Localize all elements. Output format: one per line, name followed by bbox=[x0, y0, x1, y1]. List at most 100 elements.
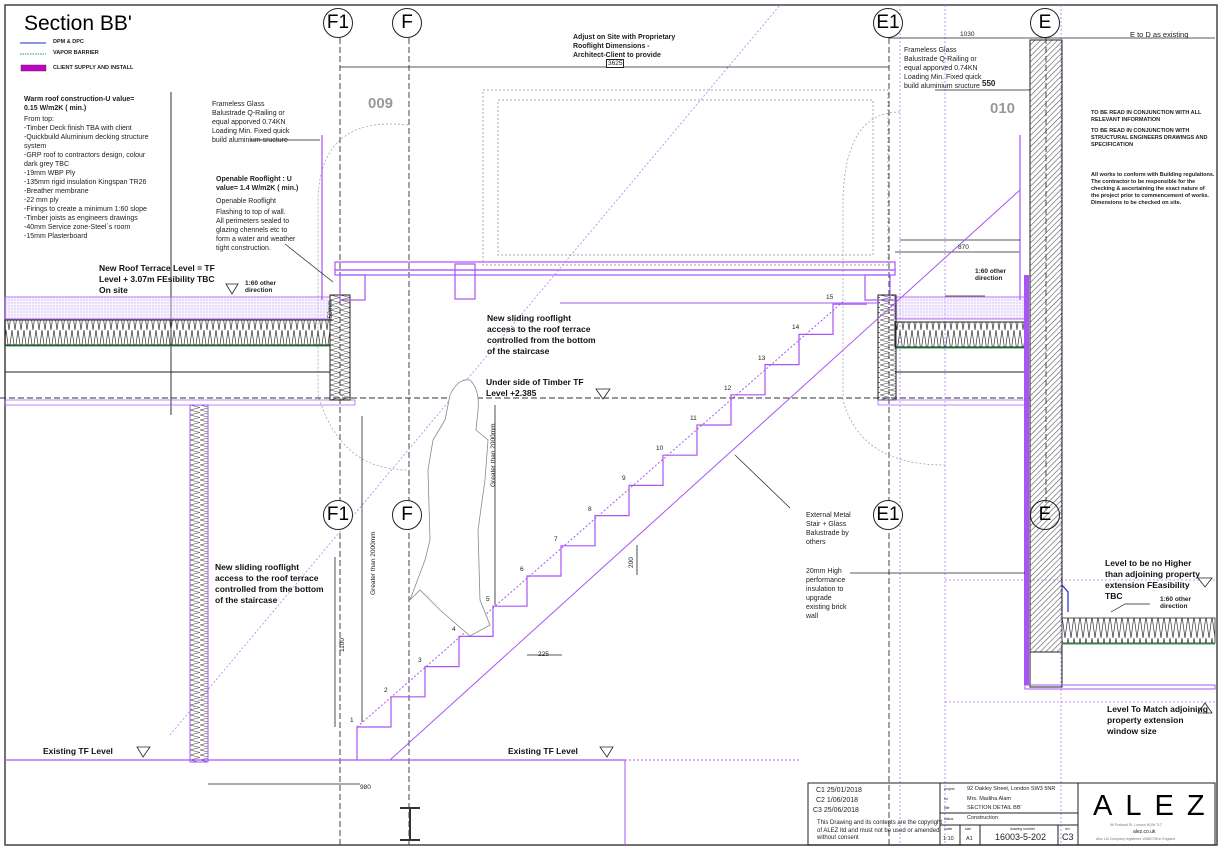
dim-1030: 1030 bbox=[960, 31, 975, 38]
scale-value: 1:10 bbox=[943, 836, 954, 842]
client-label: for bbox=[944, 797, 949, 801]
revision-c3: C3 25/06/2018 bbox=[813, 807, 859, 814]
step-number: 7 bbox=[554, 535, 558, 543]
balustrade-note-right: Frameless Glass Balustrade Q-Railing or … bbox=[904, 47, 982, 90]
sliding-rooflight-note-upper: New sliding rooflight access to the roof… bbox=[487, 313, 596, 356]
grid-label-f1: F1 bbox=[323, 8, 353, 38]
rev-label: rev bbox=[1065, 827, 1070, 831]
company-address: 96 Portland St. London W1W 7LT bbox=[1110, 823, 1163, 827]
rev-value: C3 bbox=[1062, 832, 1074, 842]
client-value: Mrs. Madiha Alam bbox=[967, 796, 1012, 802]
size-value: A1 bbox=[966, 836, 973, 842]
sliding-rooflight-note-lower: New sliding rooflight access to the roof… bbox=[215, 562, 324, 605]
grid-label-f: F bbox=[392, 8, 422, 38]
left-roof-buildup bbox=[4, 294, 356, 406]
slope-note-left: 1:60 other direction bbox=[245, 280, 277, 294]
dim-150mm: 150mm bbox=[327, 300, 334, 322]
step-number: 3 bbox=[418, 656, 422, 664]
legend-dpm-label: DPM & DPC bbox=[53, 39, 84, 45]
dim-870: 870 bbox=[958, 244, 969, 251]
step-number: 9 bbox=[622, 475, 626, 483]
level-match-note: Level To Match adjoining property extens… bbox=[1107, 704, 1208, 736]
step-number: 13 bbox=[758, 354, 766, 362]
step-number: 6 bbox=[520, 566, 524, 573]
grid-label-e: E bbox=[1030, 8, 1060, 38]
insulation-note: 20mm High performance insulation to upgr… bbox=[806, 568, 847, 620]
underside-level-note: Under side of Timber TF Level +2.385 bbox=[486, 377, 584, 398]
legend-client-swatch bbox=[20, 64, 47, 72]
scale-label: scale bbox=[944, 827, 953, 831]
brick-wall bbox=[1029, 39, 1063, 653]
read-all-note: TO BE READ IN CONJUNCTION WITH ALL RELEV… bbox=[1091, 110, 1202, 123]
copyright-note: This Drawing and its contents are the co… bbox=[817, 820, 943, 841]
step-number: 15 bbox=[826, 294, 834, 302]
company-website[interactable]: alez.co.uk bbox=[1133, 829, 1156, 835]
balustrade-note-left: Frameless Glass Balustrade Q-Railing or … bbox=[212, 101, 290, 144]
dim-980: 980 bbox=[360, 784, 371, 791]
step-number: 14 bbox=[792, 324, 800, 332]
legend-vapor-label: VAPOR BARRIER bbox=[53, 50, 99, 56]
title-block-frame bbox=[807, 782, 1216, 846]
right-roof-buildup bbox=[877, 294, 1031, 406]
existing-tf-level-mid: Existing TF Level bbox=[508, 746, 578, 756]
step-number: 5 bbox=[486, 596, 490, 604]
grid-label-f1-lower: F1 bbox=[323, 500, 353, 530]
regulations-note: All works to conform with Building regul… bbox=[1091, 172, 1215, 206]
step-number: 11 bbox=[690, 415, 697, 422]
step-number: 1 bbox=[350, 717, 354, 724]
size-label: size bbox=[965, 827, 972, 831]
grid-label-f-lower: F bbox=[392, 500, 422, 530]
lower-right-roof bbox=[1024, 584, 1216, 690]
dim-greater-2000-left: Greater than 2000mm bbox=[370, 531, 377, 595]
rooflight-u-note: Openable Rooflight : U value= 1.4 W/m2K … bbox=[216, 176, 299, 192]
new-roof-terrace-note: New Roof Terrace Level = TF Level + 3.07… bbox=[99, 263, 215, 295]
revision-c2: C2 1/06/2018 bbox=[816, 797, 859, 804]
status-label: status bbox=[944, 817, 954, 821]
stair-stringer bbox=[389, 189, 1021, 761]
grid-label-e1: E1 bbox=[873, 8, 903, 38]
drawing-number-label: drawing number bbox=[1010, 827, 1036, 831]
dim-225: 225 bbox=[538, 651, 549, 658]
rooflight-note: Openable Rooflight bbox=[216, 198, 276, 205]
page-title: Section BB' bbox=[24, 12, 132, 35]
external-stair-note: External Metal Stair + Glass Balustrade … bbox=[806, 512, 851, 546]
drawing-title-value: SECTION DETAIL BB' bbox=[967, 805, 1022, 811]
project-label: project bbox=[944, 787, 955, 791]
human-figure bbox=[409, 379, 491, 637]
step-number: 4 bbox=[452, 626, 456, 634]
warm-roof-spec: From top: -Timber Deck finish TBA with c… bbox=[24, 116, 149, 240]
title-label: title bbox=[944, 806, 950, 810]
drawing-number-value: 16003-5-202 bbox=[995, 832, 1047, 842]
stair-pitch-line bbox=[356, 299, 846, 728]
rooflight-frame bbox=[321, 135, 1021, 301]
step-number: 8 bbox=[588, 505, 592, 513]
warm-roof-heading: Warm roof construction-U value= 0.15 W/m… bbox=[24, 96, 135, 112]
grid-label-e1-lower: E1 bbox=[873, 500, 903, 530]
grid-label-e-lower: E bbox=[1030, 500, 1060, 530]
sheet-border bbox=[4, 4, 1218, 846]
alez-logo: ALEZ bbox=[1093, 790, 1218, 822]
dim-1100: 1100 bbox=[339, 638, 346, 652]
level-higher-note: Level to be no Higher than adjoining pro… bbox=[1105, 558, 1200, 601]
dim-550: 550 bbox=[982, 79, 996, 88]
e-to-d-note: E to D as existing bbox=[1130, 30, 1189, 39]
step-number: 12 bbox=[724, 384, 732, 392]
stair-treads bbox=[356, 303, 867, 760]
step-number: 2 bbox=[384, 686, 388, 694]
stair bbox=[356, 189, 1021, 761]
left-stud-wall bbox=[189, 404, 209, 763]
room-number-010: 010 bbox=[990, 100, 1016, 117]
room-number-009: 009 bbox=[368, 95, 394, 112]
guide-lines bbox=[169, 4, 1215, 845]
slope-note-right: 1:60 other direction bbox=[975, 268, 1007, 282]
step-number: 10 bbox=[656, 445, 664, 453]
adjust-note: Adjust on Site with Proprietary Roofligh… bbox=[573, 34, 676, 59]
existing-tf-level-left: Existing TF Level bbox=[43, 746, 113, 756]
dim-3625: 3625 bbox=[606, 59, 625, 68]
legend-client-label: CLIENT SUPPLY AND INSTALL bbox=[53, 65, 134, 71]
slope-note-lower: 1:60 other direction bbox=[1160, 596, 1192, 610]
flashing-note: Flashing to top of wall. All perimeters … bbox=[216, 209, 296, 252]
read-struct-note: TO BE READ IN CONJUNCTION WITH STRUCTURA… bbox=[1091, 128, 1208, 148]
